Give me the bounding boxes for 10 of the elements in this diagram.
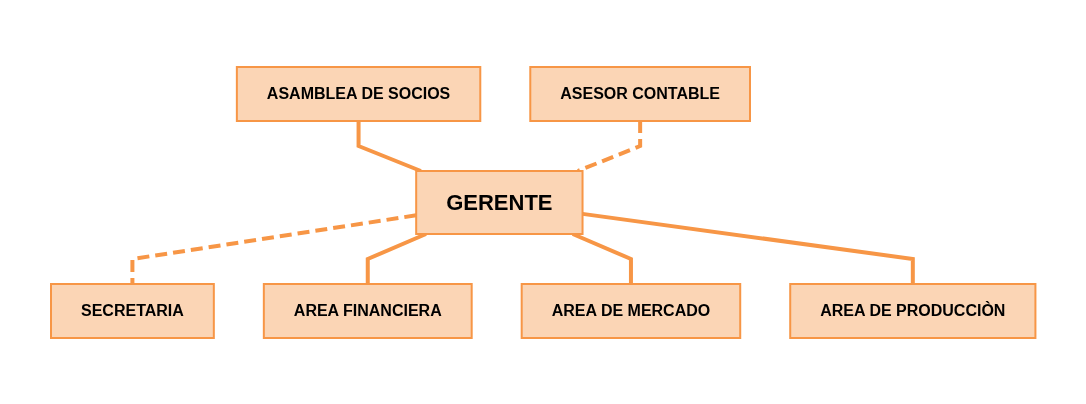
node-box: SECRETARIA	[49, 282, 215, 339]
connector	[576, 120, 642, 173]
node-box: ASAMBLEA DE SOCIOS	[235, 65, 482, 122]
connector	[582, 211, 915, 284]
node-box: ASESOR CONTABLE	[529, 65, 751, 122]
node-box: AREA DE PRODUCCIÒN	[789, 282, 1037, 339]
node-box: AREA DE MERCADO	[520, 282, 741, 339]
connector	[356, 120, 422, 173]
node-box: GERENTE	[414, 169, 584, 235]
node-box: AREA FINANCIERA	[262, 282, 473, 339]
